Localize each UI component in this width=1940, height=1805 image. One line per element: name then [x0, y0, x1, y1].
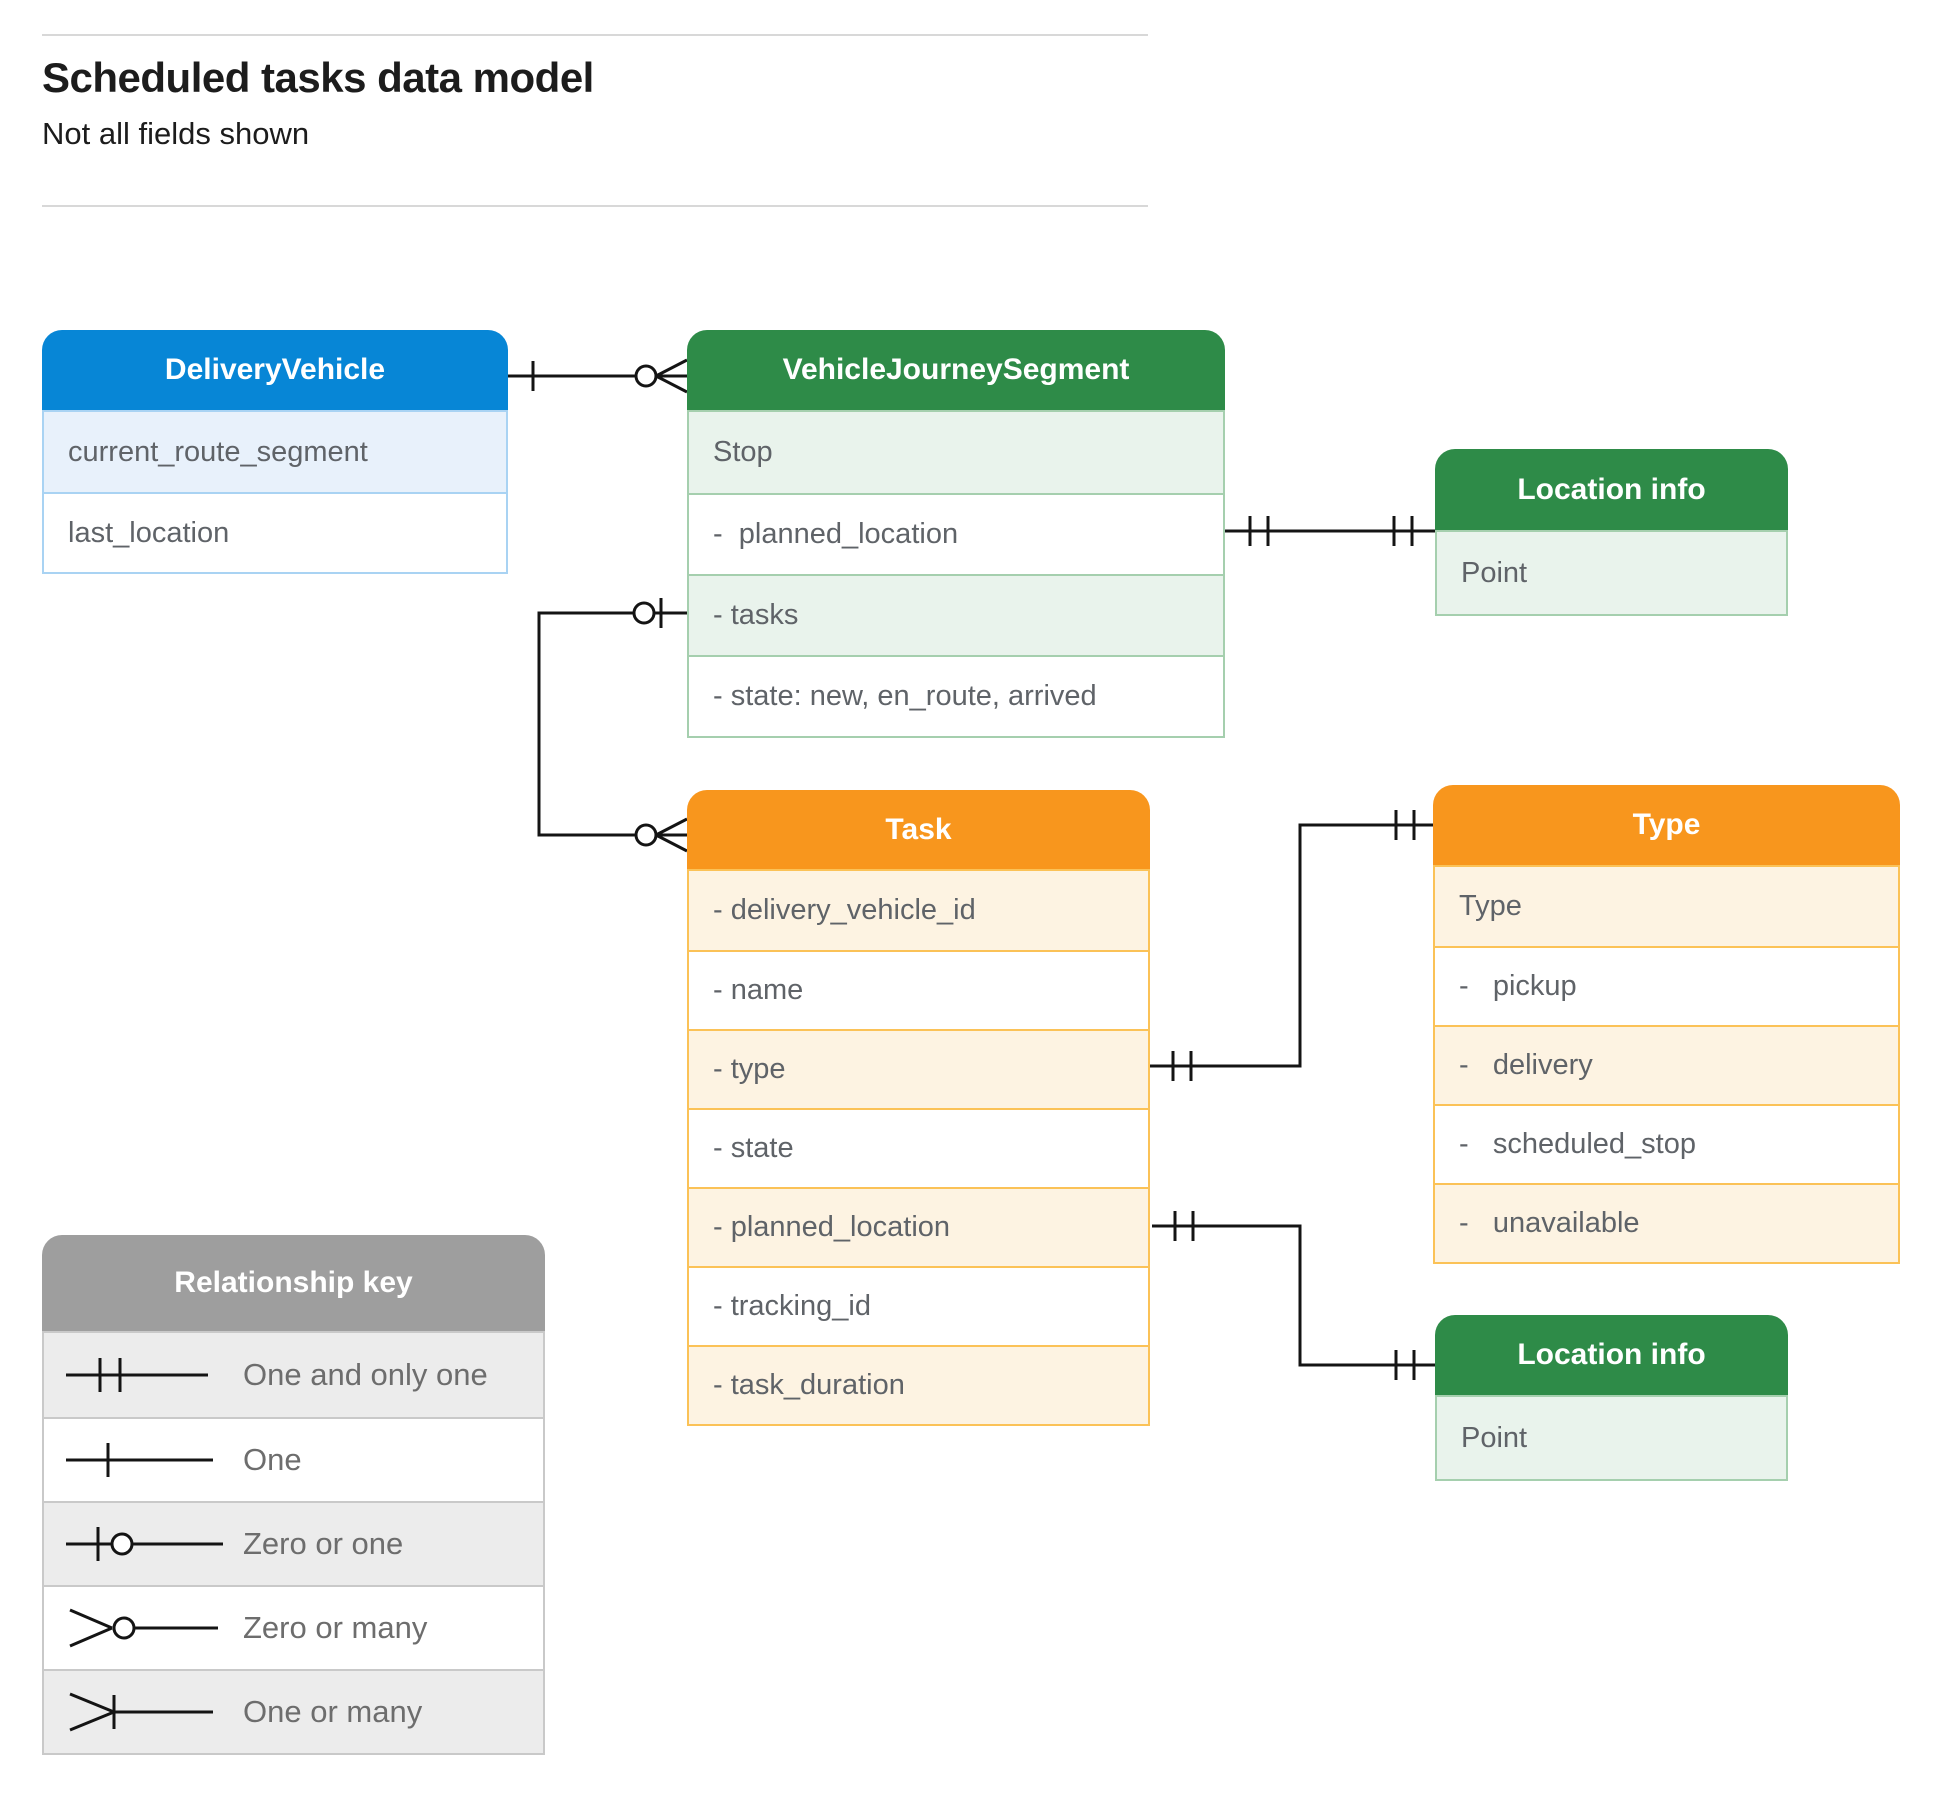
key-row-one: One — [44, 1417, 543, 1501]
field-row-type-4: - unavailable — [1435, 1183, 1898, 1262]
zero-or-many-symbol-icon — [69, 1608, 218, 1648]
field-label: - state: new, en_route, arrived — [713, 680, 1097, 712]
field-row-task-5: - tracking_id — [689, 1266, 1148, 1345]
field-label: - type — [713, 1053, 786, 1085]
field-label: current_route_segment — [68, 435, 368, 468]
entity-header-type: Type — [1433, 785, 1900, 865]
key-row-one-and-only-one: One and only one — [44, 1333, 543, 1417]
field-label: last_location — [68, 516, 230, 549]
page-subtitle: Not all fields shown — [42, 116, 310, 151]
field-row-vehicle-journey-segment-2: - tasks — [689, 574, 1223, 655]
field-label: - tasks — [713, 599, 799, 631]
page-title: Scheduled tasks data model — [42, 54, 594, 101]
field-row-type-3: - scheduled_stop — [1435, 1104, 1898, 1183]
field-row-type-0: Type — [1435, 867, 1898, 946]
connector-task-type-to-type — [1150, 810, 1433, 1081]
field-row-vehicle-journey-segment-1: - planned_location — [689, 493, 1223, 574]
entity-header-location-info-1: Location info — [1435, 449, 1788, 530]
field-label: - unavailable — [1459, 1207, 1640, 1239]
top-rule — [42, 34, 1148, 36]
one-symbol-icon — [66, 1443, 213, 1477]
entity-body: Stop - planned_location - tasks - state: ne… — [687, 410, 1225, 738]
key-row-one-or-many: One or many — [44, 1669, 543, 1753]
field-label: Point — [1461, 556, 1528, 589]
field-row-delivery-vehicle-1: last_location — [44, 492, 506, 572]
field-label: - name — [713, 974, 804, 1006]
entity-task: Task - delivery_vehicle_id - name - type - s… — [687, 790, 1150, 1426]
field-row-vehicle-journey-segment-3: - state: new, en_route, arrived — [689, 655, 1223, 736]
entity-body: current_route_segment last_location — [42, 410, 508, 574]
key-label: One and only one — [243, 1357, 488, 1392]
field-label: Type — [1459, 890, 1522, 922]
one-and-only-one-symbol-icon — [66, 1358, 208, 1392]
field-label: - state — [713, 1132, 794, 1164]
field-row-location-info-2-0: Point — [1437, 1397, 1786, 1479]
key-label: One or many — [243, 1694, 423, 1729]
connector-deliveryvehicle-to-vehiclejourneysegment — [508, 358, 688, 394]
entity-header-delivery-vehicle: DeliveryVehicle — [42, 330, 508, 410]
field-label: - tracking_id — [713, 1290, 871, 1322]
field-label: Stop — [713, 436, 773, 468]
entity-body: Point — [1435, 530, 1788, 616]
key-row-zero-or-one: Zero or one — [44, 1501, 543, 1585]
connector-task-plannedlocation-to-locationinfo2 — [1152, 1211, 1435, 1380]
key-label: One — [243, 1442, 302, 1477]
bottom-rule — [42, 205, 1148, 207]
field-row-delivery-vehicle-0: current_route_segment — [44, 412, 506, 492]
key-label: Zero or one — [243, 1526, 404, 1561]
field-label: - task_duration — [713, 1369, 905, 1401]
key-row-zero-or-many: Zero or many — [44, 1585, 543, 1669]
field-label: - pickup — [1459, 970, 1577, 1002]
field-row-type-2: - delivery — [1435, 1025, 1898, 1104]
entity-header-location-info-2: Location info — [1435, 1315, 1788, 1395]
field-label: - planned_location — [713, 1211, 951, 1243]
field-row-task-2: - type — [689, 1029, 1148, 1108]
field-row-task-6: - task_duration — [689, 1345, 1148, 1424]
field-row-task-0: - delivery_vehicle_id — [689, 871, 1148, 950]
connector-vjs-plannedlocation-to-locationinfo1 — [1225, 516, 1435, 546]
field-label: - delivery — [1459, 1049, 1593, 1081]
relationship-key-title: Relationship key — [42, 1235, 545, 1331]
field-row-type-1: - pickup — [1435, 946, 1898, 1025]
field-row-vehicle-journey-segment-0: Stop — [689, 412, 1223, 493]
entity-body: Type - pickup - delivery - scheduled_stop - … — [1433, 865, 1900, 1264]
entity-body: - delivery_vehicle_id - name - type - state… — [687, 869, 1150, 1426]
key-label: Zero or many — [243, 1610, 428, 1645]
field-row-task-4: - planned_location — [689, 1187, 1148, 1266]
zero-or-one-symbol-icon — [66, 1527, 223, 1561]
field-label: - planned_location — [713, 518, 959, 550]
field-row-task-1: - name — [689, 950, 1148, 1029]
entity-header-vehicle-journey-segment: VehicleJourneySegment — [687, 330, 1225, 410]
entity-body: Point — [1435, 1395, 1788, 1481]
field-row-location-info-1-0: Point — [1437, 532, 1786, 614]
entity-header-task: Task — [687, 790, 1150, 869]
one-or-many-symbol-icon — [69, 1692, 213, 1732]
field-row-task-3: - state — [689, 1108, 1148, 1187]
field-label: - scheduled_stop — [1459, 1128, 1696, 1160]
field-label: - delivery_vehicle_id — [713, 894, 976, 926]
connector-vjs-tasks-to-task — [537, 598, 688, 853]
field-label: Point — [1461, 1421, 1528, 1454]
